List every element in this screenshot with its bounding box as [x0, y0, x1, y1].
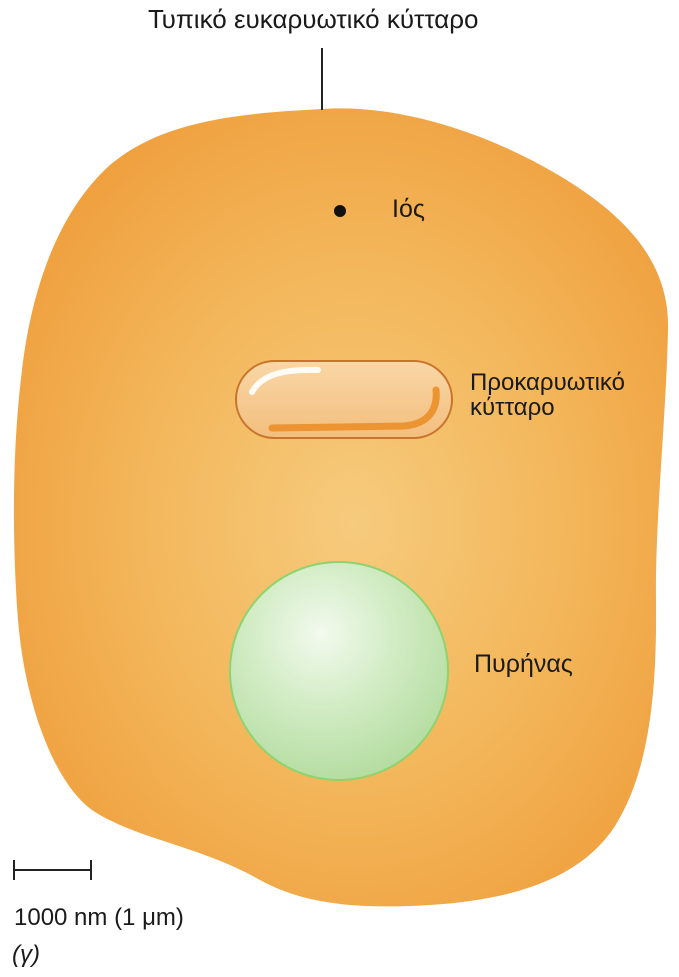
panel-label: (γ): [12, 942, 40, 967]
scale-bar: [14, 860, 91, 880]
nucleus: [230, 562, 448, 780]
eukaryotic-cell-label: Τυπικό ευκαρυωτικό κύτταρο: [148, 6, 479, 33]
prokaryotic-label-line1: Προκαρυωτικό: [470, 370, 625, 395]
nucleus-label: Πυρήνας: [474, 651, 573, 677]
prokaryotic-cell: [236, 361, 452, 438]
virus-label: Ιός: [392, 196, 425, 222]
virus-dot: [334, 205, 346, 217]
prokaryotic-label-line2: κύτταρο: [470, 395, 625, 420]
prokaryotic-cell-label: Προκαρυωτικό κύτταρο: [470, 370, 625, 420]
scale-bar-label: 1000 nm (1 μm): [14, 905, 184, 930]
eukaryotic-cell-body: [14, 108, 668, 906]
